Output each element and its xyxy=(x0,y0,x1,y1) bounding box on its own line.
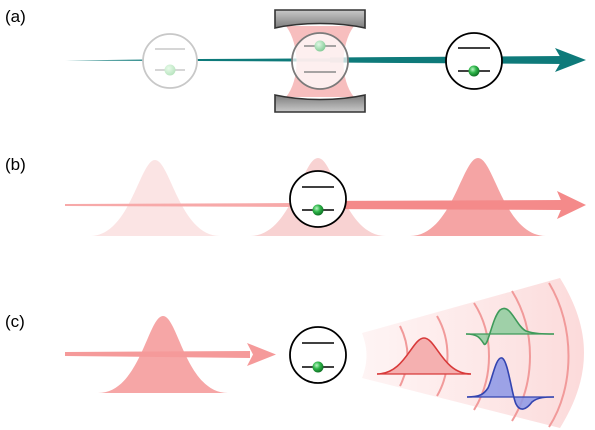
mode-gaussian-red xyxy=(376,337,472,375)
wavefront-arc-2 xyxy=(436,315,449,397)
pulse-faint-left xyxy=(90,160,220,236)
mode-blue xyxy=(466,357,555,410)
wavefront-arc-3 xyxy=(473,302,490,411)
pink-beam xyxy=(65,203,300,207)
cavity-mirror-top-icon xyxy=(274,9,366,29)
atom-faint xyxy=(142,33,198,89)
atom-in-cavity xyxy=(291,32,349,90)
pink-beam-c xyxy=(65,351,250,358)
teal-arrowhead-icon xyxy=(555,48,586,72)
panel-label-a: (a) xyxy=(5,7,26,26)
emission-fan xyxy=(362,278,584,428)
pink-arrowhead-c-icon xyxy=(247,343,276,366)
panel-label-c: (c) xyxy=(5,312,25,331)
atom-panel-b xyxy=(289,170,347,228)
pink-beam-thick xyxy=(300,200,565,210)
mode-green xyxy=(465,307,555,345)
cavity-mirror-bottom-icon xyxy=(274,94,366,113)
atom-excited-output xyxy=(445,32,503,90)
pink-arrowhead-icon xyxy=(557,191,586,219)
pulse-strong-right xyxy=(410,158,546,236)
wavefront-arc-5 xyxy=(548,282,570,428)
atom-panel-c xyxy=(289,326,347,384)
panel-label-b: (b) xyxy=(5,155,26,174)
